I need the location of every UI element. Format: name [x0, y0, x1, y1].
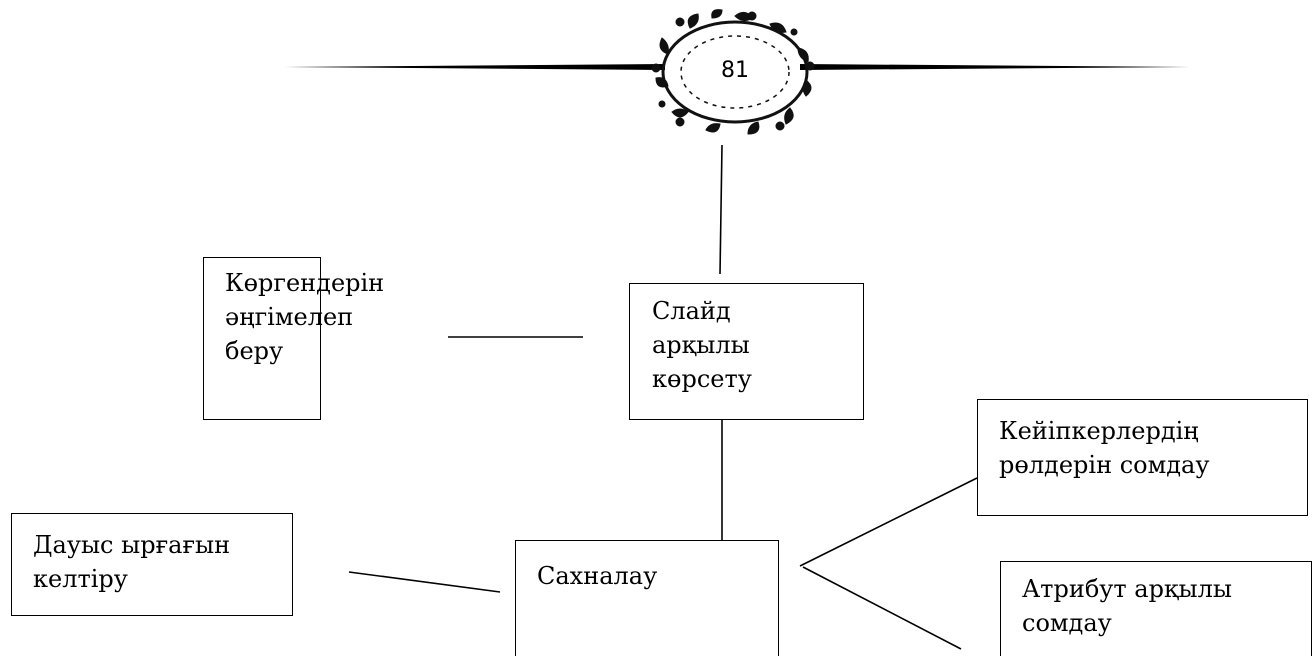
node-roles-box	[977, 399, 1308, 516]
node-slide-box	[629, 283, 864, 420]
node-stage-box	[515, 540, 779, 656]
node-roles-text: Кейіпкерлердің рөлдерін сомдау	[999, 417, 1210, 479]
connector-header-to-slide	[719, 144, 723, 275]
header-rule-right	[800, 64, 1190, 70]
floral-wreath-icon	[651, 9, 815, 135]
node-retell-box	[203, 257, 321, 420]
node-slide-text: Слайд арқылы көрсету	[652, 297, 752, 393]
connector-stage-to-attribute	[802, 566, 962, 650]
page-number: 81	[721, 58, 749, 83]
node-voice-box	[11, 513, 293, 616]
node-stage-text: Сахналау	[537, 562, 658, 590]
node-attribute-text: Атрибут арқылы сомдау	[1022, 575, 1232, 637]
connector-stage-to-roles	[799, 477, 978, 567]
connector-voice-to-stage	[348, 571, 501, 593]
node-attribute-box	[1000, 561, 1312, 656]
node-voice-text: Дауыс ырғағын келтіру	[33, 531, 231, 593]
node-retell-text: Көргендерін әңгімелеп беру	[225, 269, 385, 365]
header-rule-left	[285, 64, 665, 70]
